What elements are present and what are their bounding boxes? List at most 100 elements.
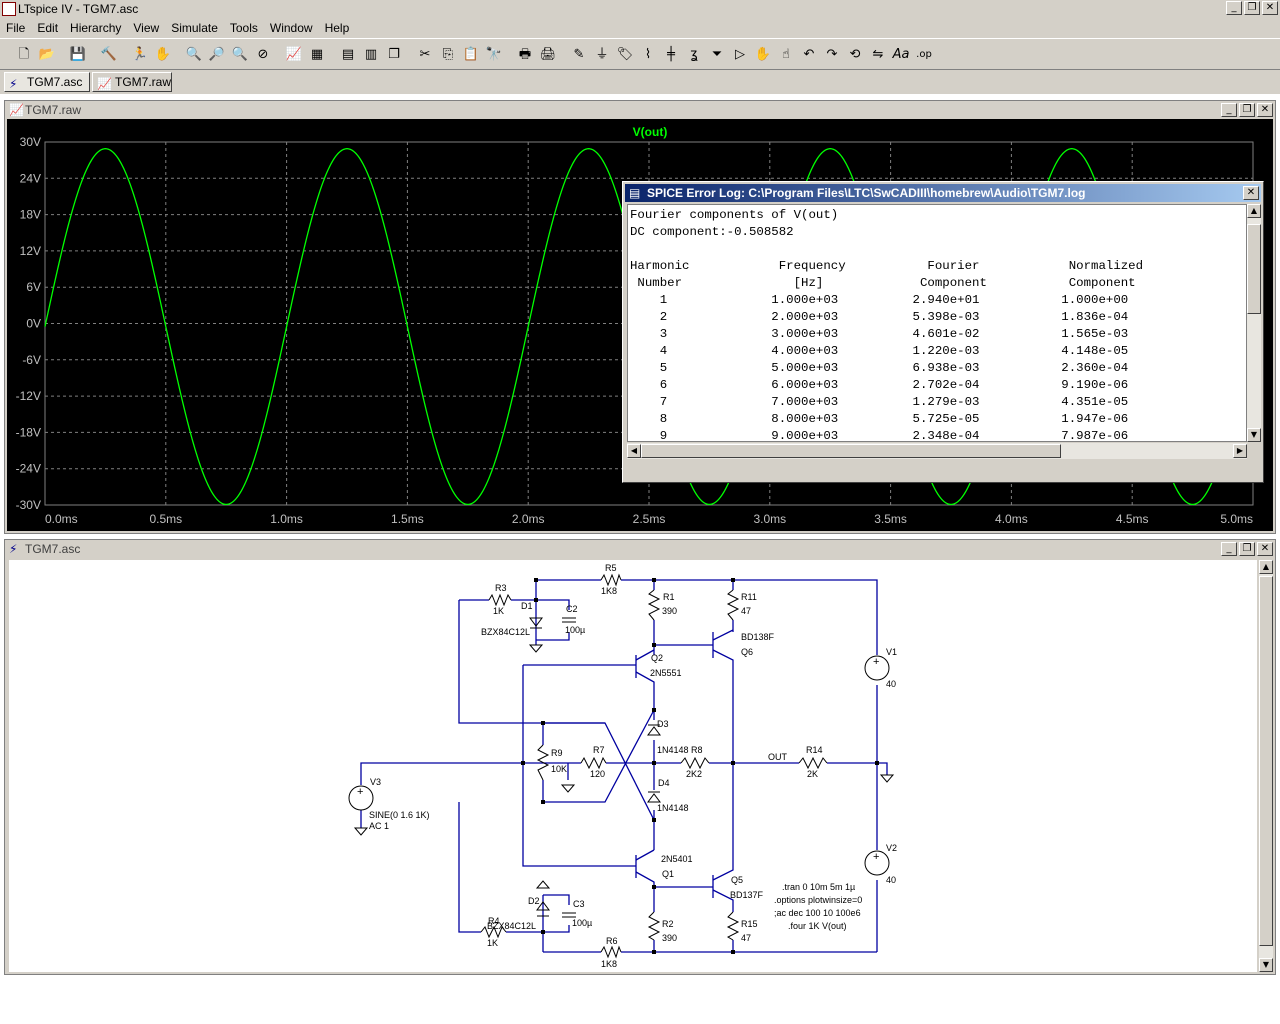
trace-label[interactable]: V(out) [633,125,668,139]
schematic-window: ⚡ TGM7.asc _ ❐ ✕ [4,539,1276,975]
cut-icon[interactable]: ✂ [419,47,431,62]
close-button[interactable]: ✕ [1262,1,1278,15]
tab-tgm7-raw[interactable]: 📈 TGM7.raw [92,72,172,92]
schematic-icon: ⚡ [9,542,18,556]
resistor-icon[interactable]: ⌇ [644,47,652,62]
circuit-schematic[interactable]: R5 1K8 R3 1K D1 BZX84C12L C2 100µ R1 390… [9,560,1257,972]
control-panel-icon[interactable]: 🔨 [100,47,118,62]
pan-icon[interactable]: 🔎 [208,47,226,62]
scroll-up-icon[interactable]: ▲ [1247,204,1261,218]
copy-icon[interactable]: ⎘ [442,47,454,62]
text-icon[interactable]: Aa [892,47,910,62]
save-icon[interactable]: 💾 [69,47,87,62]
print-setup-icon[interactable]: 🖶 [518,47,532,62]
new-schematic-icon[interactable]: 🗋 [18,47,30,62]
redo-icon[interactable]: ↷ [826,47,838,62]
label-q1: Q1 [662,869,674,879]
restore-button[interactable]: ❐ [1239,542,1255,556]
undo-icon[interactable]: ↶ [803,47,815,62]
value-r7: 120 [590,769,605,779]
value-c2: 100µ [565,625,585,635]
scroll-thumb[interactable] [641,444,1061,458]
menu-hierarchy[interactable]: Hierarchy [70,21,122,35]
restore-button[interactable]: ❐ [1239,103,1255,117]
schematic-canvas[interactable]: R5 1K8 R3 1K D1 BZX84C12L C2 100µ R1 390… [9,560,1257,972]
error-log-vertical-scrollbar[interactable]: ▲ ▼ [1247,204,1261,442]
error-log-horizontal-scrollbar[interactable]: ◀ ▶ [627,443,1247,459]
schematic-vertical-scrollbar[interactable]: ▲ ▼ [1259,560,1273,972]
value-v1: 40 [886,679,896,689]
scroll-thumb[interactable] [1259,576,1273,946]
y-tick-label: 30V [20,135,41,149]
tab-tgm7-asc[interactable]: ⚡ TGM7.asc [4,72,90,92]
print-icon[interactable]: 🖨 [539,47,557,62]
restore-button[interactable]: ❐ [1244,1,1260,15]
menu-edit[interactable]: Edit [37,21,59,35]
capacitor-icon[interactable]: ╪ [667,47,675,62]
component-icon[interactable]: ▷ [735,47,745,62]
grid-icon[interactable]: ▦ [310,47,324,62]
menu-window[interactable]: Window [269,21,313,35]
y-tick-label: -6V [22,353,41,367]
drag-icon[interactable]: ☝ [782,47,790,62]
paste-icon[interactable]: 📋 [462,47,480,62]
value-r9: 10K [551,764,567,774]
resistors [480,573,828,959]
diode-icon[interactable]: ⏷ [711,47,723,62]
tile-vertical-icon[interactable]: ▥ [364,47,378,62]
inductor-icon[interactable]: ʓ [690,47,698,62]
schematic-window-title-bar: ⚡ TGM7.asc _ ❐ ✕ [5,540,1275,558]
halt-icon[interactable]: ✋ [154,47,172,62]
menu-tools[interactable]: Tools [229,21,258,35]
close-button[interactable]: ✕ [1257,103,1273,117]
mirror-icon[interactable]: ⇋ [872,47,884,62]
spice-directive-options[interactable]: .options plotwinsize=0 [774,895,862,905]
label-r9: R9 [551,748,563,758]
autorange-icon[interactable]: 📈 [285,47,303,62]
menu-help[interactable]: Help [324,21,350,35]
zoom-in-icon[interactable]: 🔍 [185,47,203,62]
label-c2: C2 [566,604,578,614]
minimize-button[interactable]: _ [1221,542,1237,556]
draw-wire-icon[interactable]: ✎ [573,47,585,62]
minimize-button[interactable]: _ [1221,103,1237,117]
tab-label: TGM7.raw [115,75,172,89]
y-tick-label: 0V [26,317,41,331]
cascade-icon[interactable]: ❐ [388,47,400,62]
toolbar: 🗋 📂 💾 🔨 🏃 ✋ 🔍 🔎 🔍 ⊘ 📈 ▦ ▤ ▥ ❐ ✂ ⎘ 📋 🔭 🖶 … [0,38,1280,70]
tile-horizontal-icon[interactable]: ▤ [341,47,355,62]
menu-file[interactable]: File [6,21,26,35]
schematic-icon: ⚡ [9,77,18,91]
rotate-icon[interactable]: ⟲ [849,47,861,62]
scroll-thumb[interactable] [1247,224,1261,314]
x-tick-label: 2.0ms [512,512,545,526]
y-tick-label: -18V [16,425,41,439]
menu-simulate[interactable]: Simulate [171,21,218,35]
spice-directive-icon[interactable]: .op [916,49,932,60]
spice-directive-four[interactable]: .four 1K V(out) [788,921,847,931]
spice-directive-tran[interactable]: .tran 0 10m 5m 1µ [782,882,855,892]
label-net-icon[interactable]: 🏷 [616,47,634,62]
move-icon[interactable]: ✋ [754,47,772,62]
spice-comment-ac[interactable]: ;ac dec 100 10 100e6 [774,908,861,918]
run-icon[interactable]: 🏃 [131,47,149,62]
scroll-left-icon[interactable]: ◀ [627,444,641,458]
value-r5: 1K8 [601,586,617,596]
scroll-down-icon[interactable]: ▼ [1247,428,1261,442]
scroll-right-icon[interactable]: ▶ [1233,444,1247,458]
zoom-cancel-icon[interactable]: ⊘ [257,47,269,62]
scroll-up-icon[interactable]: ▲ [1259,560,1273,574]
label-r1: R1 [663,592,675,602]
error-log-text-area[interactable]: Fourier components of V(out) DC componen… [627,204,1247,442]
open-icon[interactable]: 📂 [38,47,56,62]
find-icon[interactable]: 🔭 [485,47,503,62]
label-q5: Q5 [731,875,743,885]
error-log-close-button[interactable]: ✕ [1243,186,1259,200]
ground-icon[interactable]: ⏚ [595,47,609,62]
minimize-button[interactable]: _ [1226,1,1242,15]
zoom-out-icon[interactable]: 🔍 [231,47,249,62]
close-button[interactable]: ✕ [1257,542,1273,556]
scroll-down-icon[interactable]: ▼ [1259,958,1273,972]
value-r2: 390 [662,933,677,943]
menu-view[interactable]: View [133,21,160,35]
